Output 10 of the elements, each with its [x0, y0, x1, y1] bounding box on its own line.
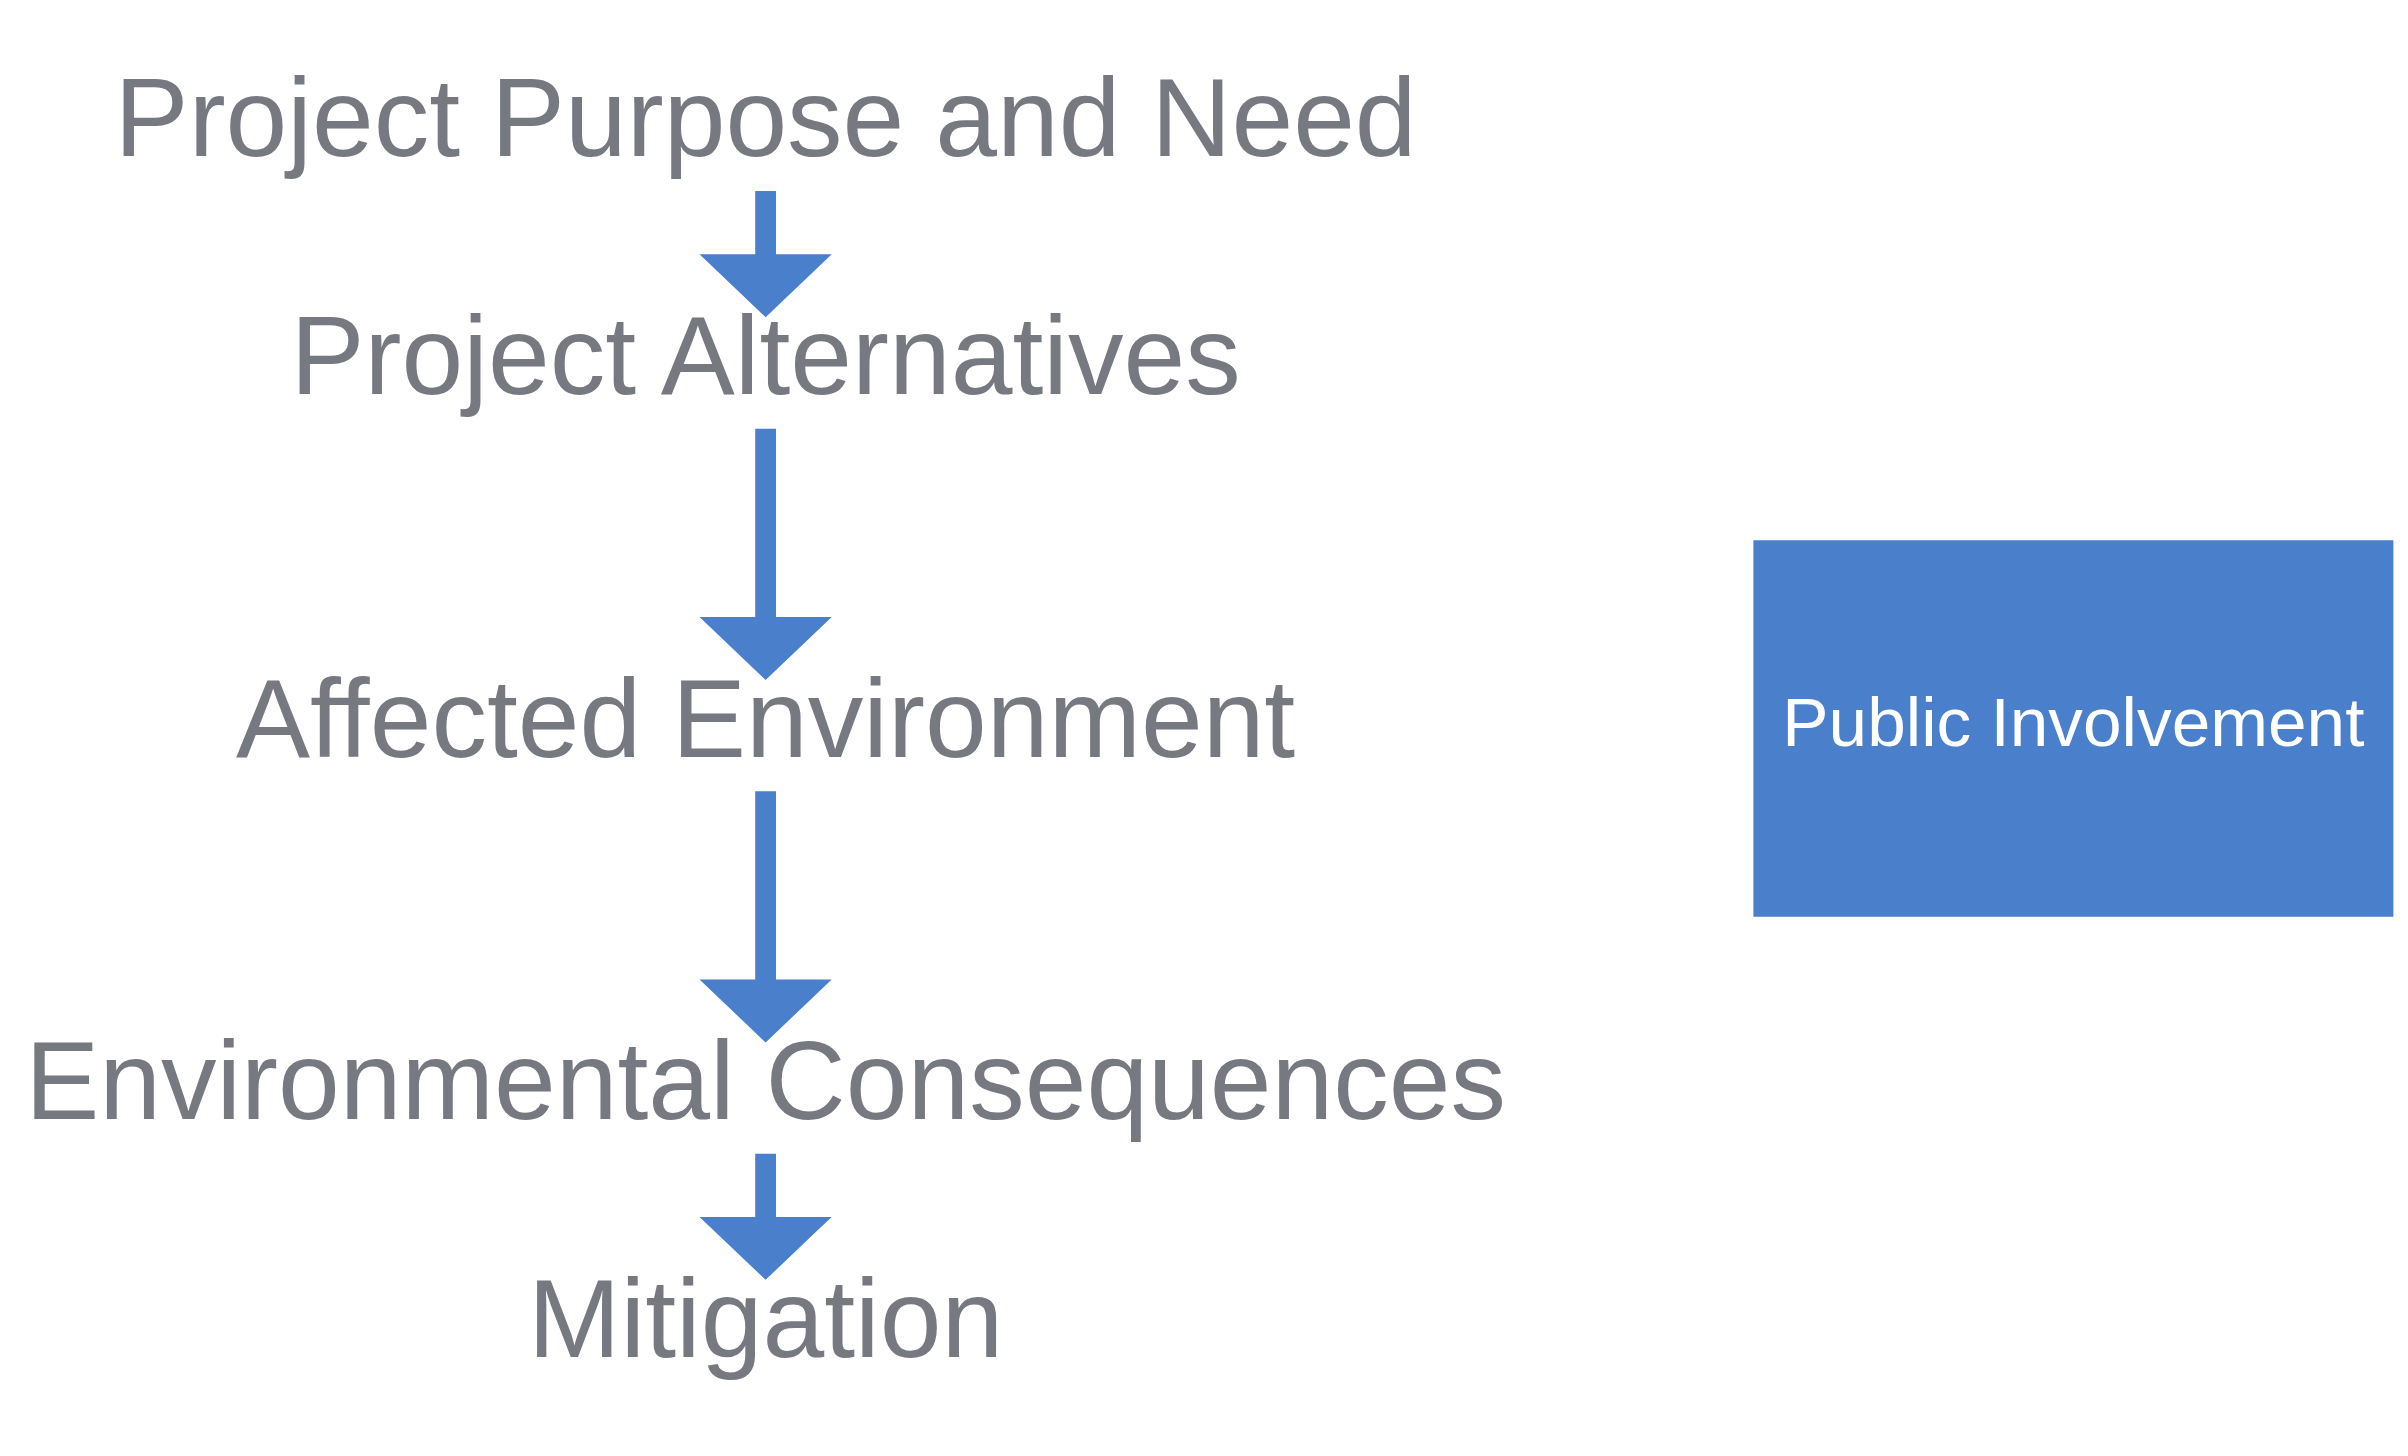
arrow: [699, 790, 832, 1042]
node-text: Project Purpose and Need: [114, 55, 1417, 180]
node-text: Mitigation: [528, 1256, 1004, 1381]
node-box: Public Involvement: [1753, 539, 2394, 917]
node-text: Project Alternatives: [290, 293, 1241, 418]
arrow: [699, 428, 832, 680]
arrow: [699, 190, 832, 317]
node-text: Affected Environment: [236, 656, 1296, 781]
node-text: Environmental Consequences: [25, 1018, 1507, 1143]
arrow: [699, 1153, 832, 1280]
